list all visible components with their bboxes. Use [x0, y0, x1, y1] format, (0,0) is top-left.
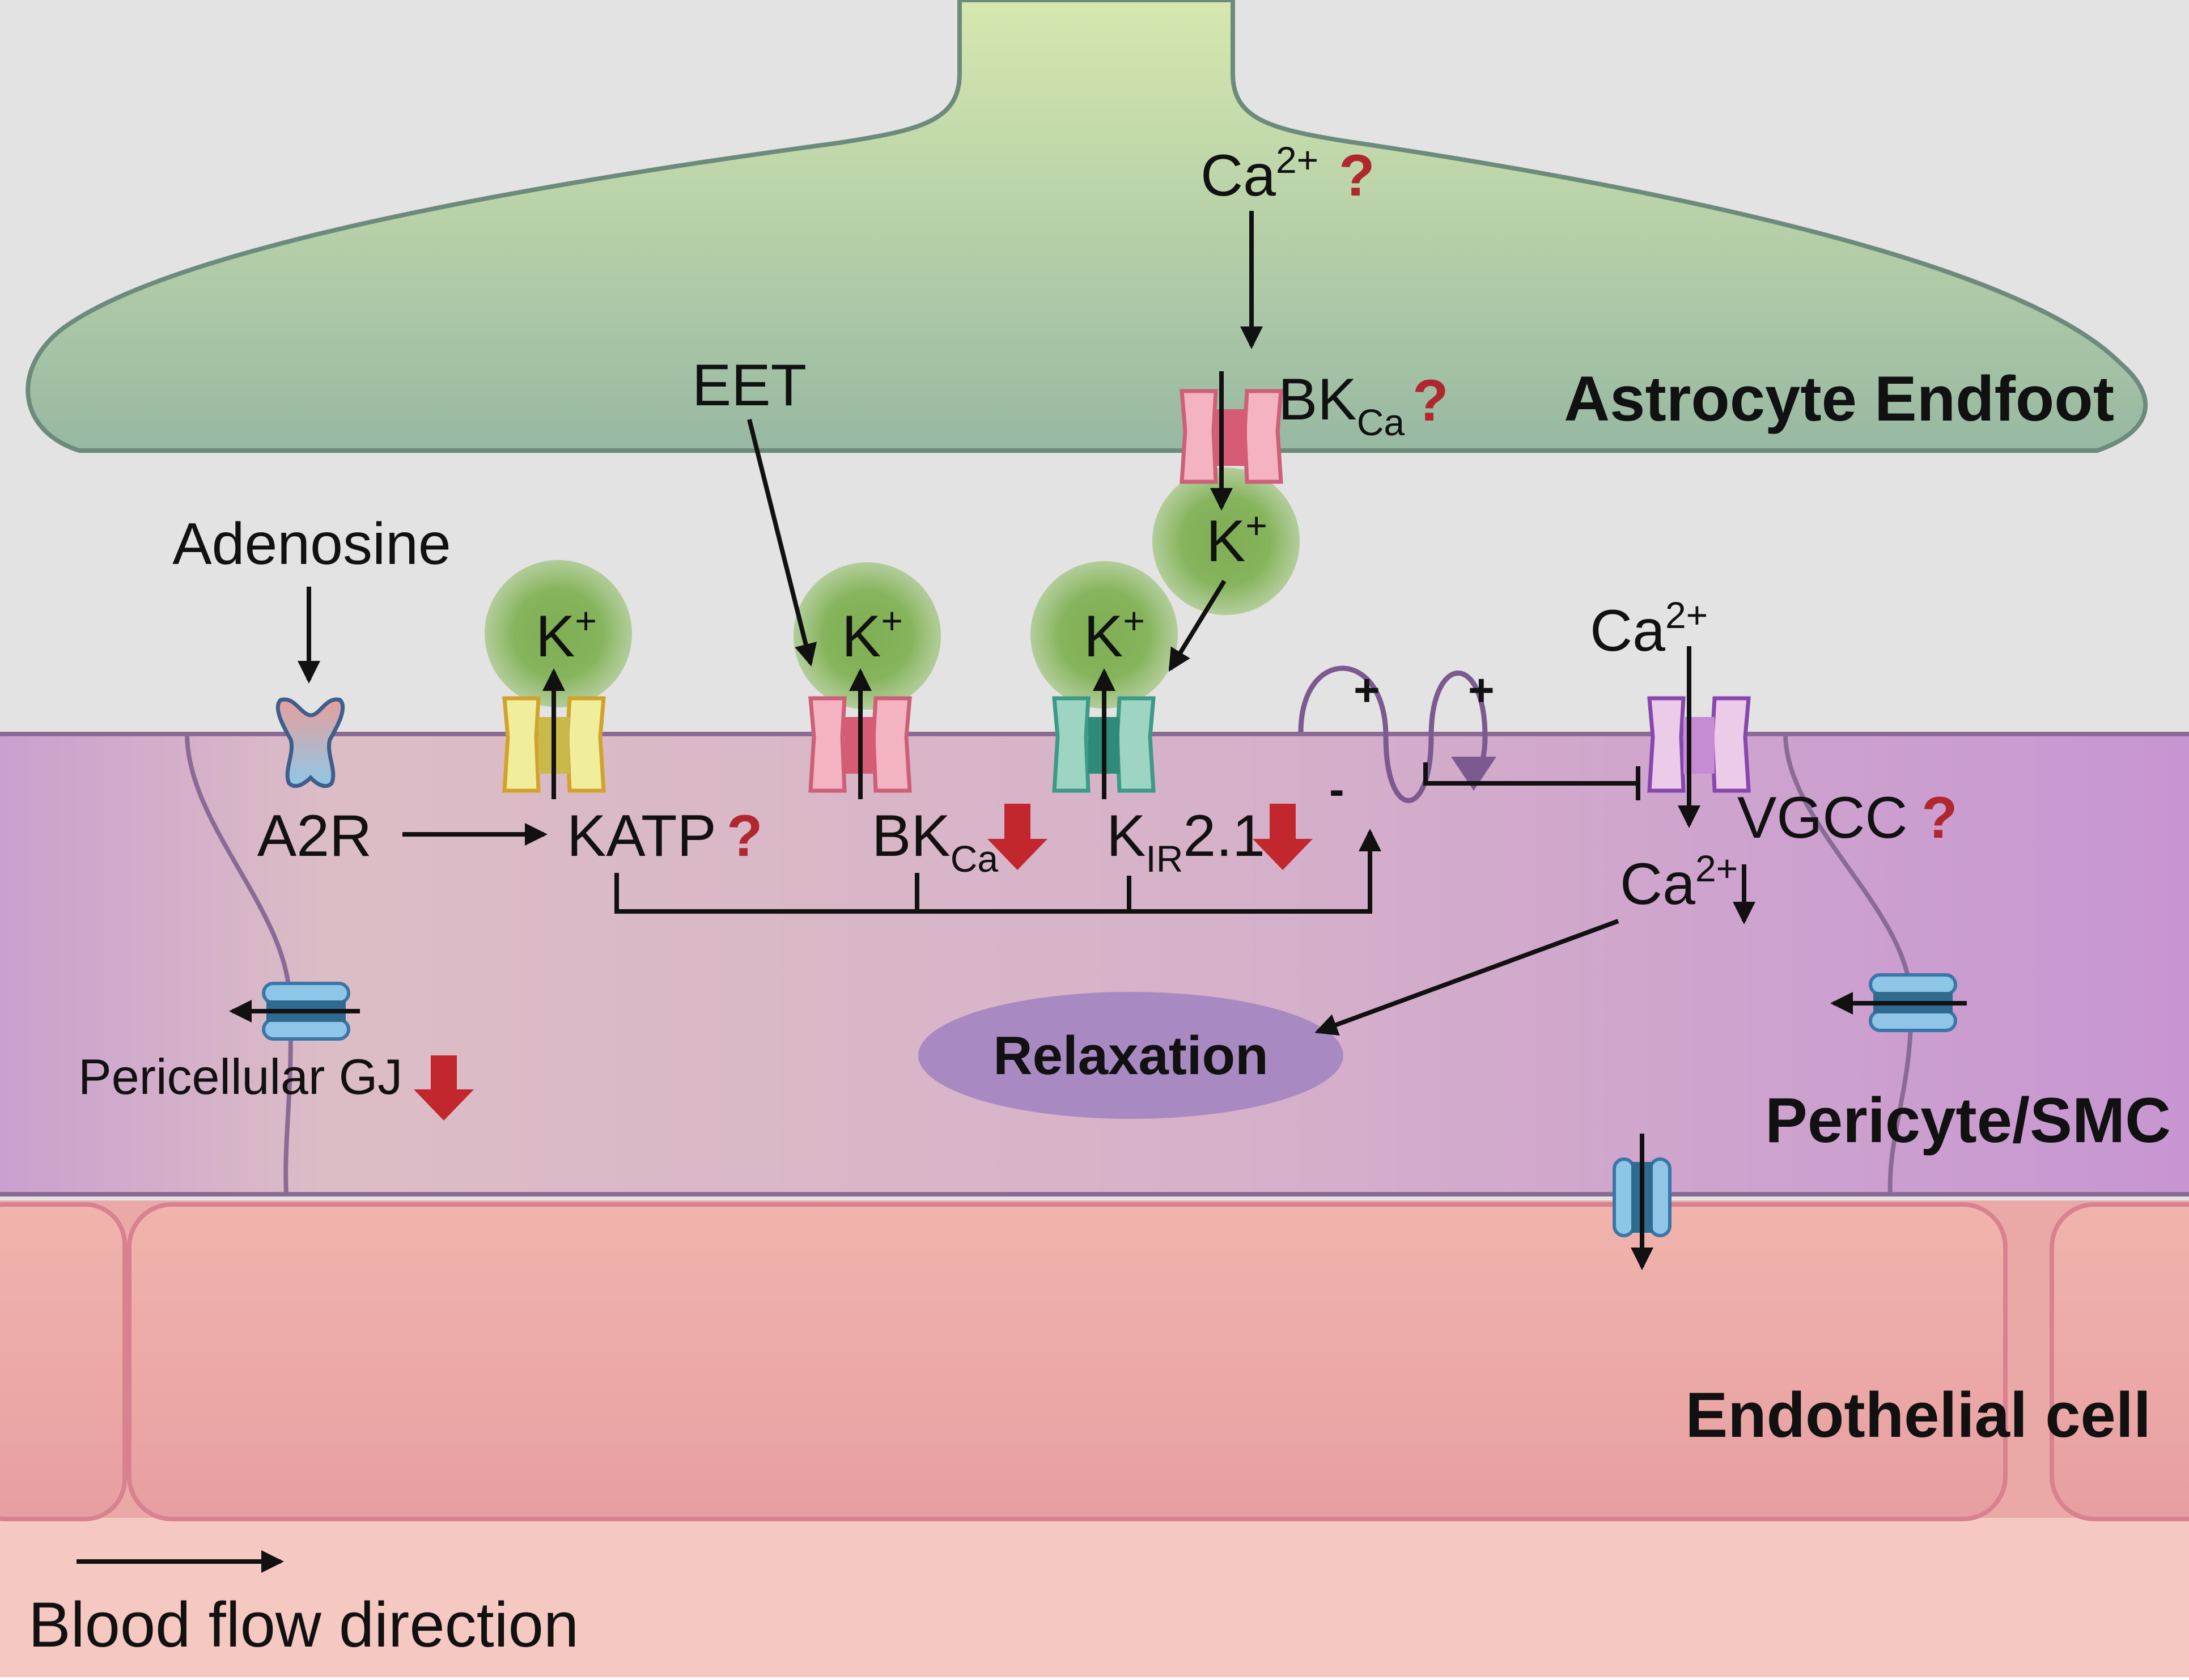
label-blood-flow-direction: Blood flow direction — [28, 1589, 579, 1660]
label-astrocyte-endfoot: Astrocyte Endfoot — [1564, 363, 2114, 434]
label-adenosine: Adenosine — [172, 511, 451, 577]
label-eet: EET — [692, 353, 807, 418]
katp-channel — [502, 696, 606, 793]
kir-channel — [1052, 696, 1156, 793]
k-glow-kir — [1030, 561, 1178, 709]
label-k-astrocyte: K+ — [1206, 504, 1267, 574]
decrease-arrow-gj — [414, 1055, 474, 1121]
a2r-receptor — [275, 697, 345, 788]
arrows — [77, 211, 1967, 1573]
label-bkca-astrocyte: BKCa — [1278, 367, 1405, 443]
endothelial-cell-main — [127, 1202, 2008, 1521]
bracket-k-channels-hyperpolarization — [614, 829, 1381, 914]
label-a2r: A2R — [257, 803, 372, 869]
k-glow-bkca — [794, 562, 941, 710]
label-k-bkca: K+ — [842, 600, 903, 669]
question-bkca-astrocyte: ? — [1412, 368, 1449, 434]
bkca-channel-pericyte — [808, 696, 912, 793]
label-k-kir: K+ — [1084, 600, 1145, 669]
label-pericyte-smc: Pericyte/SMC — [1765, 1085, 2171, 1156]
label-kir21: KIR2.1 — [1106, 803, 1265, 880]
arrow-kastro-kir — [1168, 579, 1227, 672]
membrane-potential-wave — [1298, 665, 1488, 803]
decrease-arrow-kir — [1253, 804, 1313, 870]
label-ca-astrocyte: Ca2+ — [1200, 139, 1318, 209]
label-endothelial-cell: Endothelial cell — [1685, 1380, 2151, 1450]
endothelial-layer — [0, 1200, 2189, 1521]
astrocyte-endfoot — [26, 0, 2148, 453]
gap-junction-left — [262, 982, 350, 1041]
arrow-ca-relaxation — [1314, 919, 1619, 1036]
label-pericellular-gj: Pericellular GJ — [78, 1049, 402, 1105]
inhibition-vgcc — [1423, 762, 1638, 786]
question-ca-astrocyte: ? — [1339, 143, 1375, 209]
label-katp: KATP — [567, 803, 716, 869]
label-wave-plus-2: + — [1468, 665, 1495, 715]
label-vgcc: VGCC — [1737, 785, 1907, 851]
k-glow-katp — [485, 560, 632, 707]
label-ca-intracellular: Ca2+ — [1620, 847, 1738, 917]
relaxation-ellipse — [918, 992, 1343, 1119]
wave-arrowhead — [1451, 757, 1496, 791]
label-ca-extracellular: Ca2+ — [1590, 594, 1708, 664]
vessel-lumen — [0, 1508, 2189, 1677]
label-wave-plus-1: + — [1354, 665, 1380, 715]
arrow-eet-bkca — [747, 419, 817, 667]
label-k-katp: K+ — [536, 600, 597, 669]
question-katp: ? — [727, 803, 763, 869]
gap-junction-right — [1869, 973, 1957, 1032]
k-glow-astro — [1152, 468, 1300, 615]
label-relaxation: Relaxation — [993, 1025, 1268, 1086]
endothelial-cell-right — [2050, 1202, 2189, 1521]
label-bkca-pericyte: BKCa — [872, 803, 998, 880]
pericyte-cell-border-left — [185, 733, 293, 1195]
endothelial-cell-left — [0, 1202, 127, 1521]
question-vgcc: ? — [1921, 785, 1958, 851]
decrease-arrow-bkca — [987, 804, 1047, 870]
label-wave-minus: - — [1329, 764, 1344, 814]
